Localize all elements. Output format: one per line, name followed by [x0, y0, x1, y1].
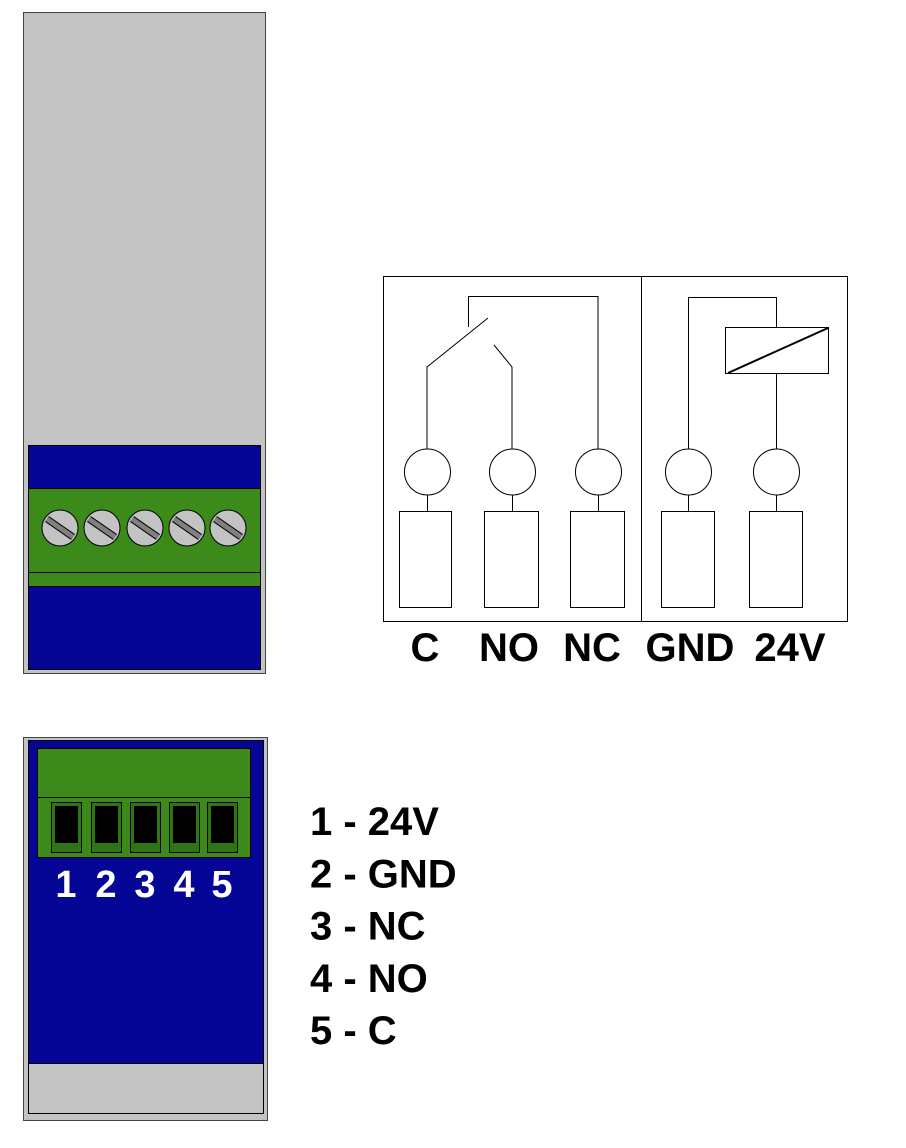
module-front-view [23, 12, 266, 674]
no-contact-line [493, 344, 513, 450]
connector-slot [91, 802, 122, 853]
screw-icon [209, 509, 247, 547]
legend-item: 5 - C [310, 1009, 397, 1053]
legend-item: 3 - NC [310, 905, 426, 949]
connector-slot [169, 802, 200, 853]
common-contact-arm [426, 317, 489, 450]
schematic-terminal [399, 448, 452, 608]
screw-icon [83, 509, 121, 547]
schematic-terminal [484, 448, 539, 608]
connector-slot [51, 802, 82, 853]
screw-icon [41, 509, 79, 547]
legend-item: 4 - NO [310, 957, 428, 1001]
schematic-terminal [570, 448, 625, 608]
nc-contact-line [468, 296, 599, 450]
screw-icon [168, 509, 206, 547]
terminal-label: NC [563, 626, 621, 670]
coil-wire [688, 297, 777, 450]
schematic-terminal [661, 448, 715, 608]
schematic-terminal [749, 448, 803, 608]
connector-plug [37, 748, 251, 798]
legend-item: 2 - GND [310, 852, 457, 896]
terminal-label: NO [479, 626, 539, 670]
relay-coil [725, 327, 829, 374]
legend-item: 1 - 24V [310, 800, 439, 844]
connector-slot [207, 802, 238, 853]
connector-slot [130, 802, 161, 853]
terminal-label: 24V [754, 626, 825, 670]
pin-number: 2 [95, 864, 116, 906]
pin-number: 4 [173, 864, 194, 906]
pin-number: 5 [211, 864, 232, 906]
pin-number: 3 [134, 864, 155, 906]
pin-number: 1 [55, 864, 76, 906]
relay-schematic [383, 276, 848, 622]
terminal-label: C [411, 626, 440, 670]
screw-icon [126, 509, 164, 547]
terminal-label: GND [646, 626, 735, 670]
